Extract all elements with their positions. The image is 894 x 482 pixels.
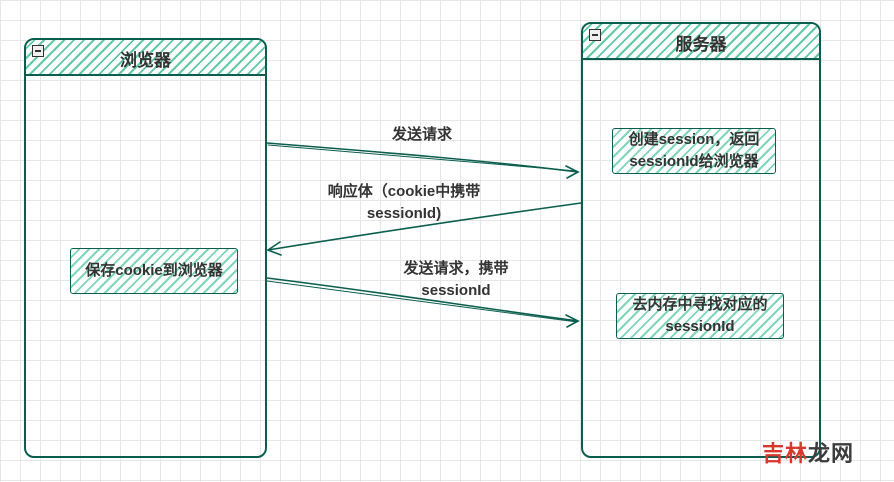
collapse-icon[interactable] (589, 29, 601, 41)
save-cookie-label: 保存cookie到浏览器 (85, 262, 223, 279)
browser-lane-header: 浏览器 (26, 40, 265, 76)
watermark-part2: 龙网 (807, 441, 854, 466)
server-lane: 服务器 (581, 22, 821, 458)
find-session-label: 去内存中寻找对应的sessionId (632, 296, 768, 335)
watermark-part1: 吉林 (761, 441, 808, 466)
server-lane-header: 服务器 (583, 24, 819, 60)
response-body-label: 响应体（cookie中携带sessionId) (327, 183, 481, 222)
response-arrow (267, 202, 582, 251)
browser-lane-title: 浏览器 (120, 51, 171, 70)
save-cookie-node[interactable]: 保存cookie到浏览器 (70, 248, 238, 294)
send-request-with-label: 发送请求，携带sessionId (403, 260, 509, 299)
request-arrowhead (565, 165, 580, 179)
collapse-icon[interactable] (32, 45, 44, 57)
find-session-node[interactable]: 去内存中寻找对应的sessionId (616, 293, 784, 339)
server-lane-title: 服务器 (675, 35, 727, 54)
send-request-label: 发送请求 (391, 126, 452, 143)
create-session-node[interactable]: 创建session，返回sessionId给浏览器 (612, 128, 776, 174)
watermark-logo: 吉林龙网 (762, 436, 854, 468)
browser-lane: 浏览器 (24, 38, 267, 458)
request-session-arrow (266, 277, 579, 322)
request-session-arrowhead (565, 314, 580, 328)
create-session-label: 创建session，返回sessionId给浏览器 (628, 131, 760, 170)
response-arrowhead (266, 241, 282, 256)
